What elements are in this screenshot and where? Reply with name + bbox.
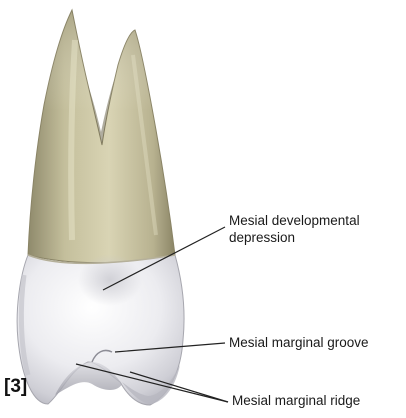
label-mesial-developmental-depression-line1: Mesial developmental [229,213,360,229]
label-mesial-developmental-depression-line2: depression [229,230,295,246]
label-mesial-marginal-groove: Mesial marginal groove [229,335,369,351]
figure-number: [3] [4,376,27,398]
label-mesial-marginal-ridge: Mesial marginal ridge [232,393,360,409]
crown [17,254,184,405]
root [28,10,175,263]
